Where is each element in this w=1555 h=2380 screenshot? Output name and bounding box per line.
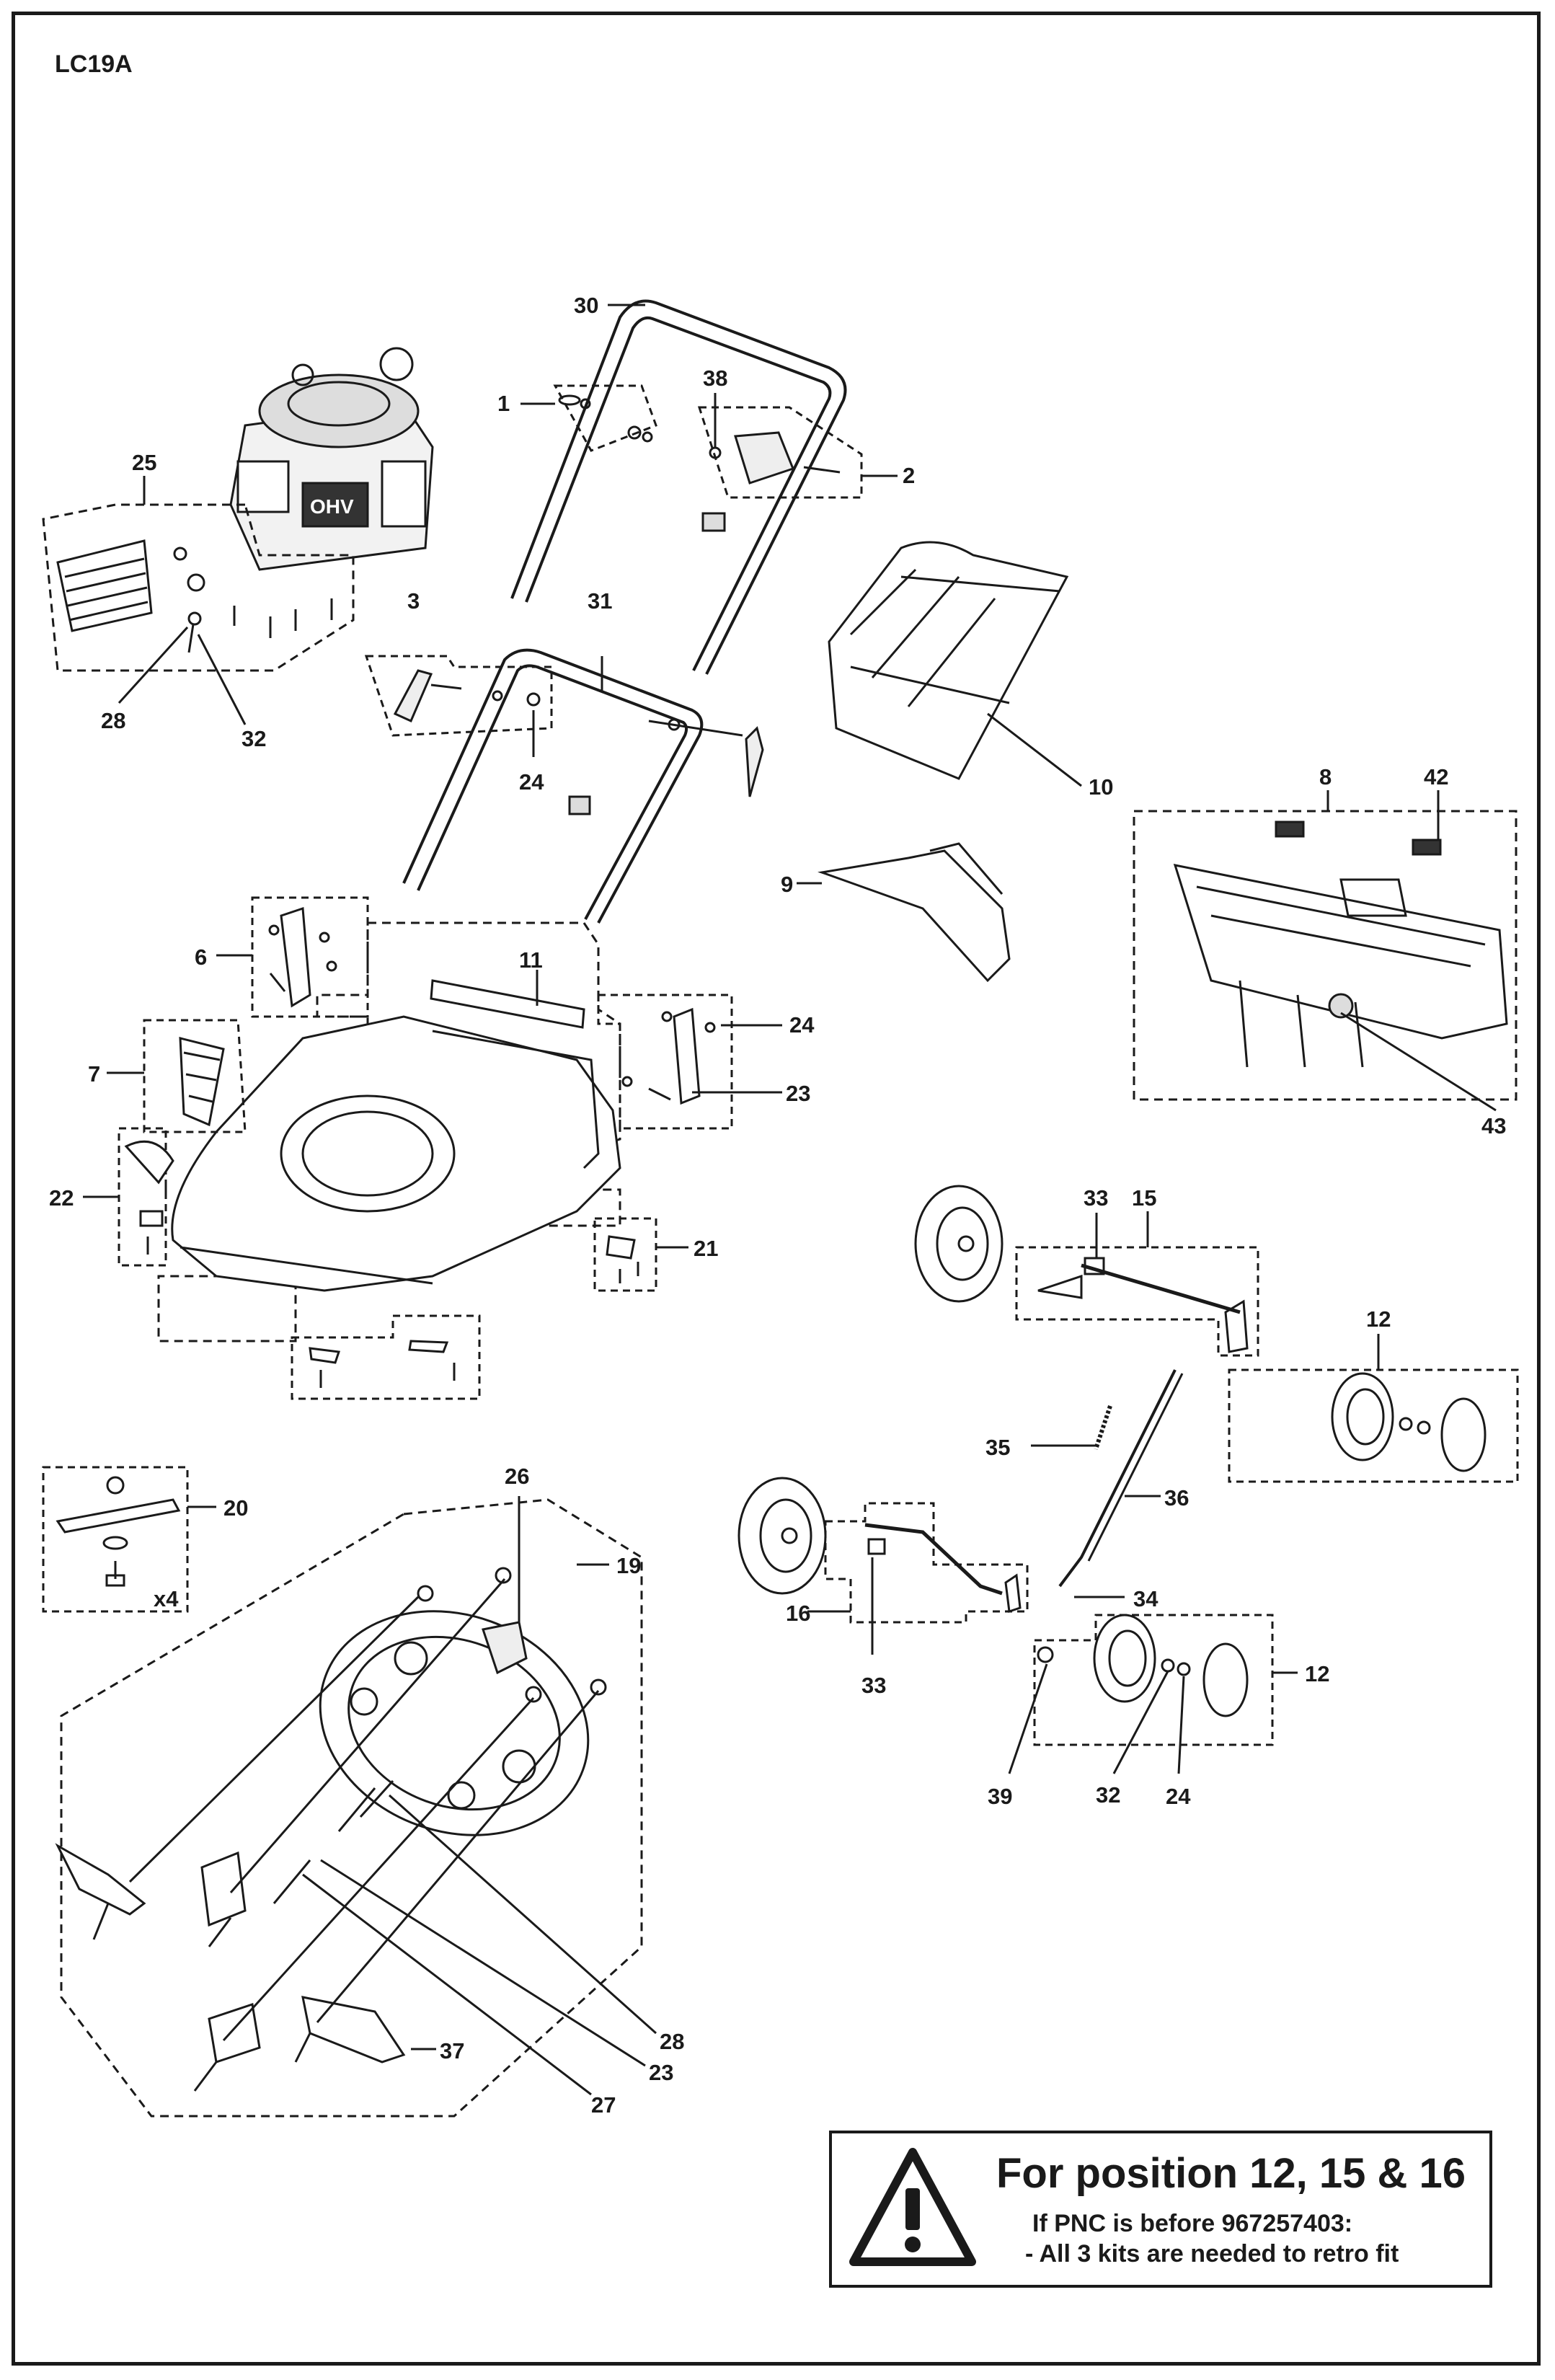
notice-condition: If PNC is before 967257403: <box>1032 2210 1353 2237</box>
warning-triangle-icon <box>849 2148 976 2266</box>
sheet-border <box>12 12 1541 2366</box>
lower-handle <box>402 648 704 924</box>
callout-25: 25 <box>132 450 156 475</box>
callout-33a: 33 <box>1084 1185 1108 1211</box>
upper-handle <box>510 299 847 675</box>
blade-disc-kit-boundary <box>60 1498 643 2118</box>
callout-2: 2 <box>903 463 915 488</box>
callout-19: 19 <box>616 1553 641 1578</box>
callout-42: 42 <box>1424 764 1448 789</box>
handle-knob-kit-boundary <box>364 655 553 737</box>
callout-24c: 24 <box>1166 1784 1191 1809</box>
handle-knob-right <box>568 718 764 815</box>
mulch-bar <box>430 979 585 1029</box>
callout-12a: 12 <box>1366 1306 1391 1332</box>
callout-31: 31 <box>588 588 612 614</box>
deck-cover-kit-boundary <box>118 1127 167 1267</box>
rear-axle-kit-boundary <box>1015 1246 1259 1357</box>
handle-knob-left <box>393 669 541 722</box>
callout-23a: 23 <box>786 1081 810 1106</box>
callout-3: 3 <box>407 588 420 614</box>
rear-hinge-kit-boundary <box>593 1217 657 1292</box>
engine-bolts <box>173 547 333 653</box>
callout-34: 34 <box>1133 1586 1159 1611</box>
grass-bag <box>828 541 1069 780</box>
callout-16: 16 <box>786 1601 810 1626</box>
front-axle-kit-boundary <box>824 1502 1029 1624</box>
callout-23b: 23 <box>649 2060 673 2085</box>
callout-21: 21 <box>694 1236 718 1261</box>
callout-20: 20 <box>223 1495 248 1521</box>
rear-wheel-left <box>914 1185 1004 1303</box>
throttle-control <box>701 431 841 532</box>
callout-27: 27 <box>591 2092 616 2118</box>
height-adjust-left <box>268 906 337 1008</box>
cable-clip-kit-boundary <box>553 384 657 452</box>
swing-blades <box>55 1843 406 2092</box>
front-wheel-kit-right-boundary <box>1033 1614 1274 1746</box>
height-rack <box>179 1037 225 1127</box>
callout-39: 39 <box>988 1784 1012 1809</box>
single-blade <box>56 1476 181 1587</box>
callout-35: 35 <box>985 1435 1010 1460</box>
callout-24a: 24 <box>519 769 544 795</box>
rear-hinge <box>606 1235 639 1283</box>
height-adjust-left-kit-boundary <box>251 896 369 1018</box>
drive-rod <box>1058 1369 1184 1588</box>
front-bracket-kit-boundary <box>291 1314 481 1400</box>
svg-text:OHV: OHV <box>310 495 354 518</box>
blade-kit-boundary <box>42 1466 189 1613</box>
callout-32b: 32 <box>1096 1782 1120 1808</box>
front-bracket <box>309 1340 456 1388</box>
spring <box>1094 1405 1112 1450</box>
rear-flap-kit-boundary <box>1133 810 1518 1101</box>
height-rack-kit-boundary <box>143 1019 247 1133</box>
callout-30: 30 <box>574 293 598 318</box>
notice-title: For position 12, 15 & 16 <box>996 2150 1466 2197</box>
blade-quantity: x4 <box>154 1586 179 1611</box>
callout-32a: 32 <box>242 726 266 751</box>
callout-8: 8 <box>1319 764 1332 789</box>
callout-22: 22 <box>49 1185 74 1211</box>
rear-wheel-right <box>1331 1372 1487 1472</box>
callout-12b: 12 <box>1305 1661 1329 1686</box>
callout-28a: 28 <box>101 708 125 733</box>
callout-28b: 28 <box>660 2029 684 2054</box>
callout-38: 38 <box>703 366 727 391</box>
rear-flap <box>1173 820 1508 1068</box>
front-wheel-right <box>1037 1614 1249 1717</box>
callout-7: 7 <box>88 1061 100 1087</box>
height-adjust-right <box>621 1007 716 1105</box>
blade-disc <box>319 1610 590 1836</box>
front-axle <box>864 1523 1022 1614</box>
callout-33b: 33 <box>861 1673 886 1698</box>
callout-6: 6 <box>195 945 207 970</box>
rear-wheel-kit-right-boundary <box>1228 1368 1519 1483</box>
engine-guard <box>56 539 153 632</box>
deck-cover <box>124 1140 174 1255</box>
callout-37: 37 <box>440 2038 464 2063</box>
notice-instruction: - All 3 kits are needed to retro fit <box>1025 2240 1399 2268</box>
callout-11: 11 <box>519 947 543 973</box>
rear-axle <box>1037 1257 1249 1353</box>
front-wheel-left <box>737 1477 827 1595</box>
callout-26: 26 <box>505 1464 529 1489</box>
mower-deck <box>171 1015 621 1292</box>
callout-15: 15 <box>1132 1185 1156 1211</box>
grass-deflector <box>818 842 1011 983</box>
callout-10: 10 <box>1089 774 1113 800</box>
callout-24b: 24 <box>789 1012 815 1038</box>
engine-illustration: OHV <box>229 347 434 571</box>
callout-43: 43 <box>1481 1113 1506 1138</box>
model-code: LC19A <box>55 50 133 78</box>
callout-36: 36 <box>1164 1485 1189 1510</box>
height-adjust-right-kit-boundary <box>597 994 733 1130</box>
blade-bolts <box>273 1567 607 1904</box>
retrofit-notice: For position 12, 15 & 16 If PNC is befor… <box>829 2131 1492 2288</box>
cable-clip <box>558 394 653 443</box>
callout-9: 9 <box>781 872 793 897</box>
callout-1: 1 <box>497 391 510 416</box>
